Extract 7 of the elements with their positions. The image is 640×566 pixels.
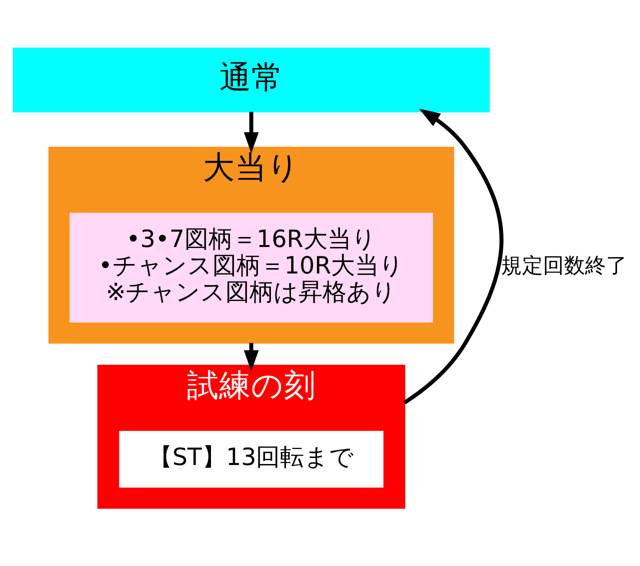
arrow — [244, 342, 259, 371]
arrow — [403, 108, 504, 404]
arrow — [244, 111, 259, 153]
node-box: 通常 — [12, 47, 490, 112]
node-box: 【ST】13回転まで — [119, 430, 384, 488]
node-box: •3•7図柄＝16R大当り •チャンス図柄＝10R大当り ※チャンス図柄は昇格あり — [70, 212, 433, 322]
edge-label: 規定回数終了 — [500, 252, 627, 278]
